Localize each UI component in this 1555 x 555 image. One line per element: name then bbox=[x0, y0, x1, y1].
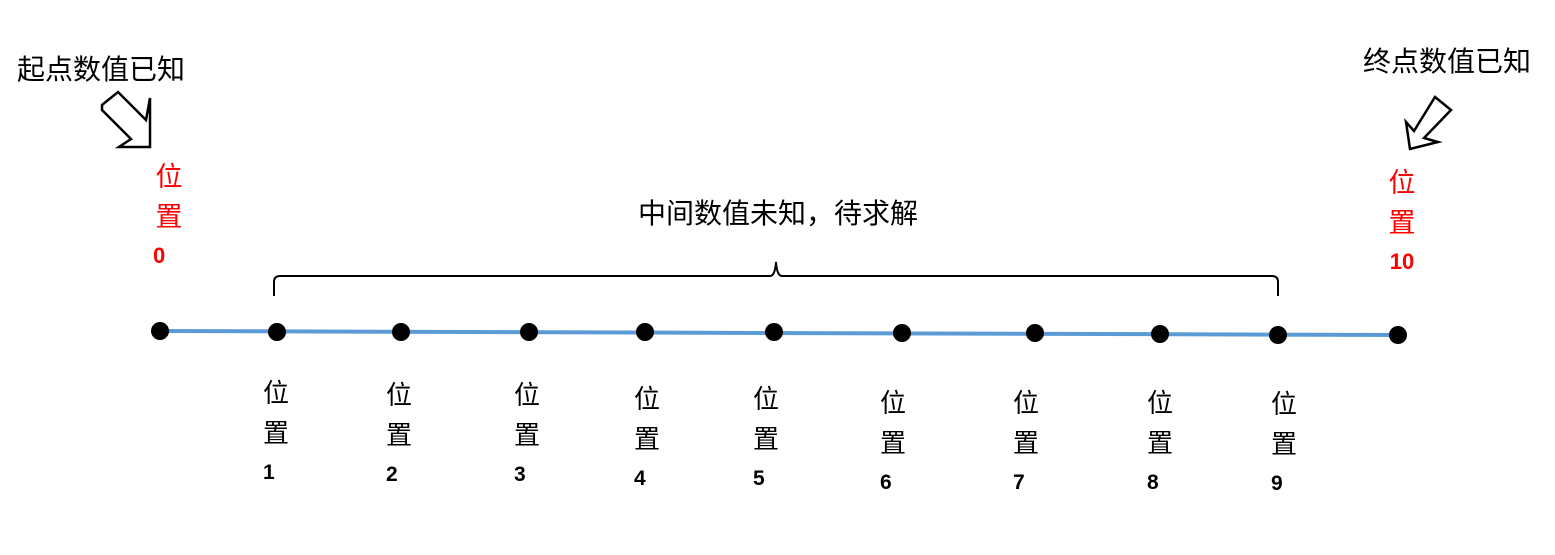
start-caption: 起点数值已知 bbox=[17, 53, 186, 86]
label-char: 位 bbox=[1147, 389, 1174, 419]
label-number: 4 bbox=[634, 467, 646, 490]
label-char: 位 bbox=[1271, 390, 1298, 420]
label-number: 3 bbox=[514, 463, 526, 486]
label-char: 位 bbox=[1388, 168, 1416, 199]
position-label-9: 位 置 9 bbox=[1271, 385, 1311, 503]
label-number: 1 bbox=[263, 461, 275, 484]
point-10 bbox=[1389, 326, 1407, 344]
position-label-2: 位 置 2 bbox=[386, 376, 426, 494]
label-char: 置 bbox=[263, 419, 290, 449]
label-char: 置 bbox=[155, 202, 183, 233]
label-number: 5 bbox=[753, 467, 765, 490]
position-label-3: 位 置 3 bbox=[514, 376, 554, 494]
label-char: 位 bbox=[880, 389, 907, 419]
point-1 bbox=[268, 323, 286, 341]
label-char: 位 bbox=[263, 379, 290, 409]
label-number: 0 bbox=[153, 243, 166, 268]
point-9 bbox=[1269, 326, 1287, 344]
arrow-down-left-icon bbox=[1404, 95, 1453, 151]
position-label-6: 位 置 6 bbox=[880, 384, 920, 502]
label-char: 置 bbox=[514, 421, 541, 451]
curly-brace bbox=[273, 261, 1279, 296]
point-5 bbox=[765, 323, 783, 341]
label-char: 位 bbox=[753, 385, 780, 415]
end-caption: 终点数值已知 bbox=[1363, 45, 1532, 78]
point-6 bbox=[893, 324, 911, 342]
label-char: 位 bbox=[386, 381, 413, 411]
label-number: 7 bbox=[1013, 471, 1025, 494]
label-char: 置 bbox=[1388, 208, 1416, 239]
label-char: 位 bbox=[514, 381, 541, 411]
point-2 bbox=[392, 323, 410, 341]
label-char: 置 bbox=[1271, 430, 1298, 460]
middle-caption: 中间数值未知，待求解 bbox=[638, 197, 919, 230]
label-number: 9 bbox=[1271, 472, 1283, 495]
label-char: 置 bbox=[1147, 429, 1174, 459]
label-char: 位 bbox=[1013, 389, 1040, 419]
point-8 bbox=[1151, 325, 1169, 343]
label-char: 位 bbox=[155, 162, 183, 193]
start-position-label: 位 置 0 bbox=[149, 158, 189, 274]
label-char: 置 bbox=[386, 421, 413, 451]
label-char: 置 bbox=[634, 425, 661, 455]
label-char: 置 bbox=[1013, 429, 1040, 459]
position-label-1: 位 置 1 bbox=[263, 374, 303, 492]
point-4 bbox=[636, 323, 654, 341]
position-label-4: 位 置 4 bbox=[634, 380, 674, 498]
label-char: 置 bbox=[880, 429, 907, 459]
label-char: 置 bbox=[753, 425, 780, 455]
label-number: 10 bbox=[1389, 249, 1415, 274]
end-position-label: 位 置 10 bbox=[1382, 164, 1422, 280]
label-number: 6 bbox=[880, 471, 892, 494]
position-label-7: 位 置 7 bbox=[1013, 384, 1053, 502]
position-label-8: 位 置 8 bbox=[1147, 384, 1187, 502]
position-label-5: 位 置 5 bbox=[753, 380, 793, 498]
label-char: 位 bbox=[634, 385, 661, 415]
point-7 bbox=[1026, 324, 1044, 342]
label-number: 2 bbox=[386, 463, 398, 486]
point-0 bbox=[151, 322, 169, 340]
arrow-down-right-icon bbox=[100, 90, 152, 149]
point-3 bbox=[520, 323, 538, 341]
label-number: 8 bbox=[1147, 471, 1159, 494]
